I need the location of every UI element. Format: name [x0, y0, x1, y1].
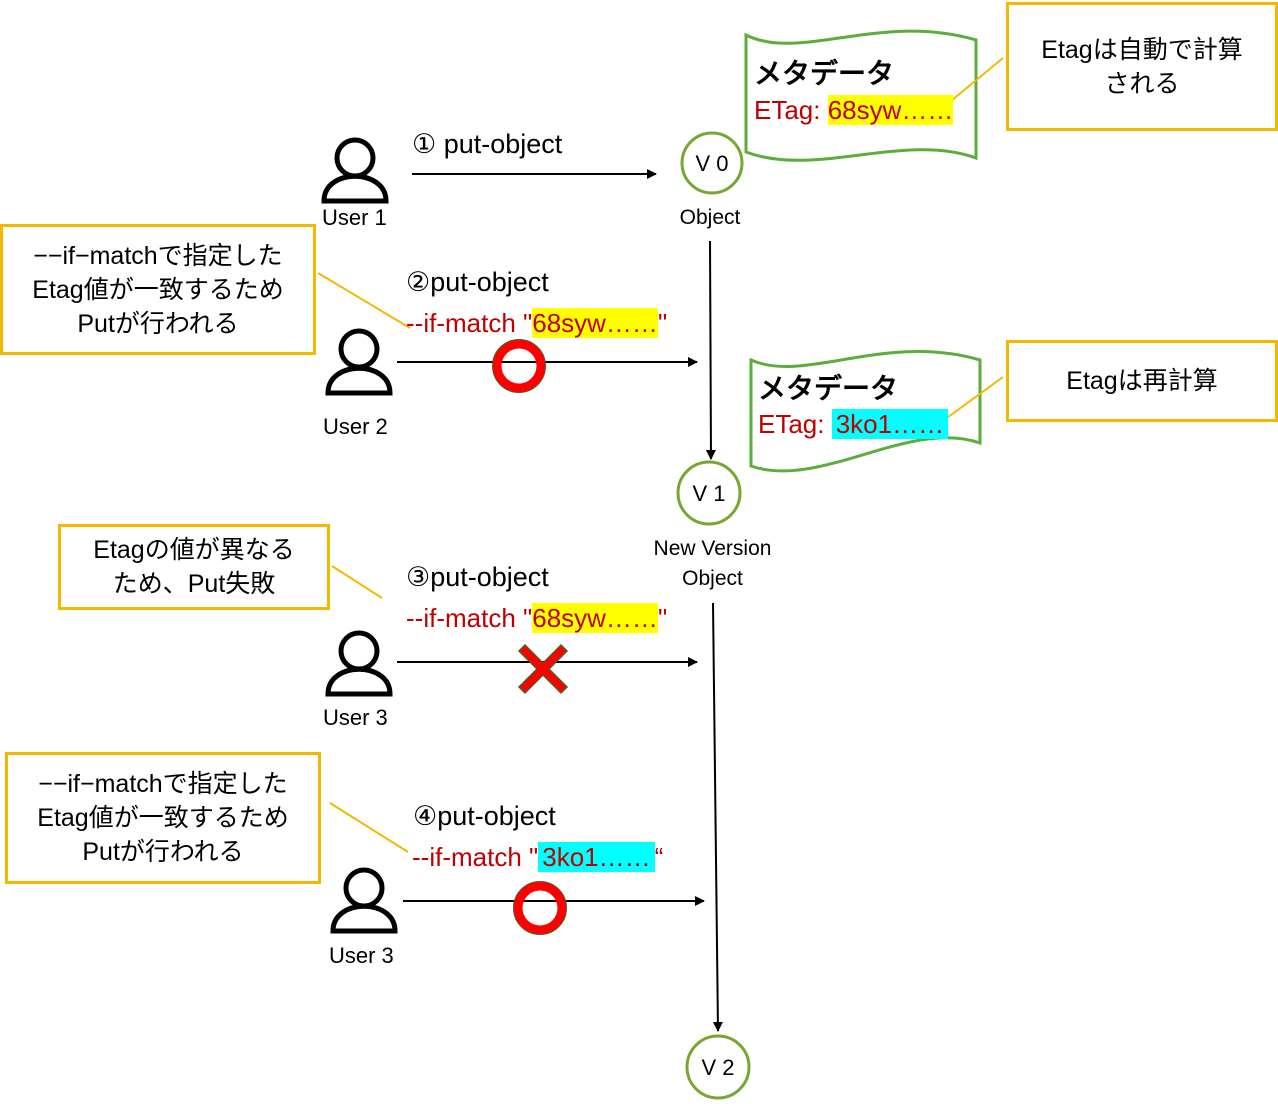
user-3-label: User 3 — [323, 705, 388, 730]
user-3-icon — [325, 630, 393, 697]
step-4-title: ④put-object — [413, 801, 556, 831]
metadata-v0-etag-prefix: ETag: — [754, 95, 828, 125]
step-1-title: ① put-object — [412, 129, 563, 159]
note-connector-match1 — [317, 272, 411, 329]
step-3-command-suffix: " — [657, 603, 668, 633]
metadata-v0-title: メタデータ — [754, 58, 895, 89]
step-2-command-prefix: --if-match " — [406, 308, 533, 338]
version-v2-label: V 2 — [701, 1055, 734, 1080]
version-v2-circle — [685, 1034, 751, 1100]
note-etag-auto-calc: Etagは自動で計算 される — [1006, 2, 1278, 131]
step-4-command-suffix: “ — [654, 842, 664, 872]
step-2-command: --if-match "68syw……" — [406, 308, 667, 339]
note-connector-recalc — [943, 376, 1004, 421]
note-connector-match2 — [329, 802, 409, 853]
note-if-match-success-1: −−if−matchで指定した Etag値が一致するため Putが行われる — [0, 224, 316, 355]
metadata-v0-etag: ETag: 68syw…… — [754, 95, 954, 126]
version-v1-label: V 1 — [692, 481, 725, 506]
step-3-etag: 68syw…… — [532, 603, 658, 633]
success-mark-2 — [492, 339, 546, 393]
user-1-icon — [321, 137, 389, 204]
step-4-command-prefix: --if-match " — [412, 842, 539, 872]
success-mark-4 — [513, 881, 567, 935]
step-2-command-suffix: " — [657, 308, 668, 338]
step-3-title: ③put-object — [406, 562, 549, 592]
step-3-command: --if-match "68syw……" — [406, 603, 667, 634]
arrow-v1-to-v2 — [712, 602, 723, 1032]
step-4-command: --if-match "3ko1……“ — [412, 842, 663, 873]
user-3b-label: User 3 — [329, 943, 394, 968]
failure-mark-3 — [517, 643, 569, 695]
version-v0-label: V 0 — [695, 151, 728, 176]
arrow-v0-to-v1 — [705, 240, 716, 460]
note-if-match-success-2: −−if−matchで指定した Etag値が一致するため Putが行われる — [5, 752, 321, 884]
version-v0-caption: Object — [679, 206, 741, 229]
metadata-v1-title: メタデータ — [758, 373, 899, 404]
version-v1-caption: New Version Object — [653, 537, 772, 590]
version-v0-circle — [680, 131, 744, 195]
user-2-label: User 2 — [323, 414, 388, 439]
metadata-v0-etag-value: 68syw…… — [827, 95, 954, 125]
user-3b-icon — [330, 867, 398, 934]
step-3-command-prefix: --if-match " — [406, 603, 533, 633]
note-connector-mismatch — [331, 565, 383, 599]
success-mark-2-outline — [492, 339, 546, 393]
metadata-v1-etag: ETag: 3ko1…… — [758, 409, 949, 440]
step-4-etag: 3ko1…… — [538, 842, 655, 872]
step-2-etag: 68syw…… — [532, 308, 658, 338]
user-2-icon — [325, 328, 393, 396]
metadata-v1-etag-value: 3ko1…… — [831, 409, 949, 439]
note-etag-recalc: Etagは再計算 — [1006, 340, 1278, 422]
metadata-v1-etag-prefix: ETag: — [758, 409, 832, 439]
step-2-title: ②put-object — [406, 267, 549, 297]
user-1-label: User 1 — [322, 205, 387, 230]
note-etag-mismatch: Etagの値が異なる ため、Put失敗 — [58, 524, 330, 610]
success-mark-4-outline — [513, 881, 567, 935]
version-v1-circle — [676, 460, 742, 526]
